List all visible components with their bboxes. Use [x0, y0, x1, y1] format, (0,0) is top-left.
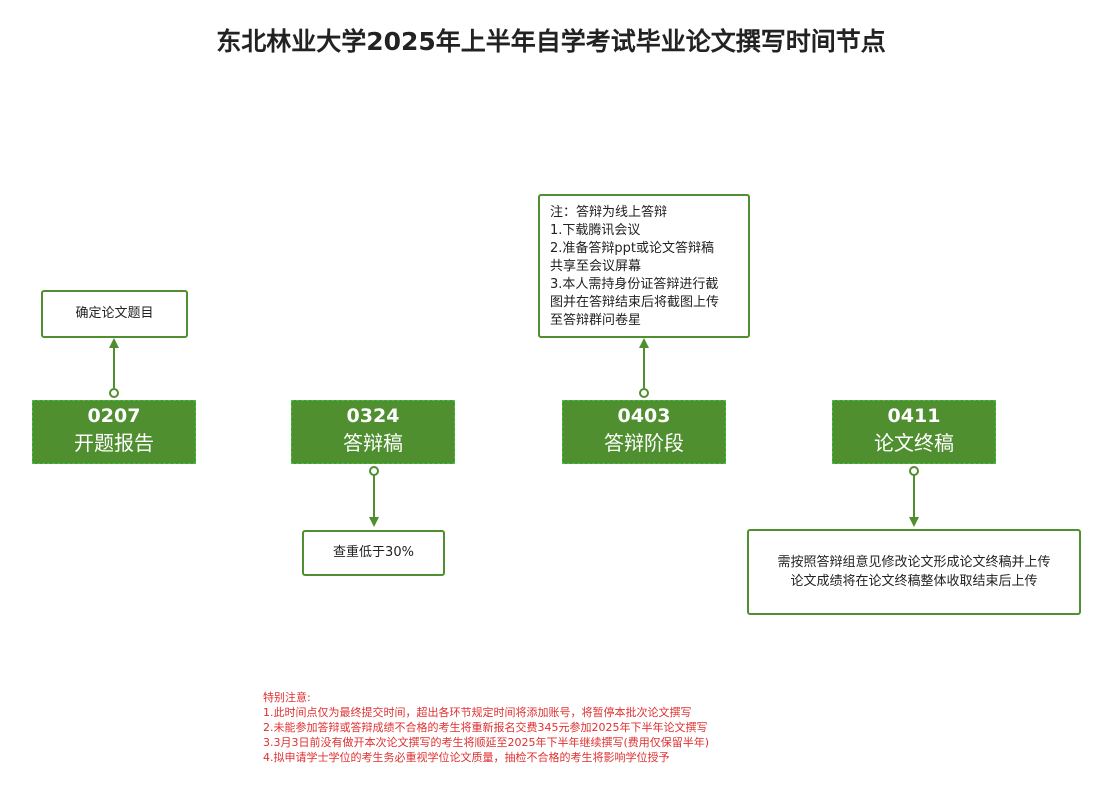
milestone-date: 0324 — [346, 405, 400, 427]
arrow-up-icon — [639, 338, 649, 348]
note-box-final: 需按照答辩组意见修改论文形成论文终稿并上传 论文成绩将在论文终稿整体收取结束后上… — [747, 529, 1081, 615]
milestone-label: 论文终稿 — [874, 431, 954, 455]
note-box-plagiarism: 查重低于30% — [302, 530, 445, 576]
note-text: 确定论文题目 — [75, 306, 154, 321]
note-box-defense: 注：答辩为线上答辩 1.下载腾讯会议 2.准备答辩ppt或论文答辩稿 共享至会议… — [538, 194, 750, 338]
note-line: 2.准备答辩ppt或论文答辩稿 — [550, 241, 715, 256]
notes-line: 2.未能参加答辩或答辩成绩不合格的考生将重新报名交费345元参加2025年下半年… — [263, 721, 708, 734]
note-line: 注：答辩为线上答辩 — [550, 205, 668, 220]
notes-heading: 特别注意: — [263, 691, 311, 704]
connector — [113, 346, 115, 388]
notes-line: 3.3月3日前没有做开本次论文撰写的考生将顺延至2025年下半年继续撰写(费用仅… — [263, 736, 710, 749]
milestone-label: 答辩稿 — [343, 431, 403, 455]
notes-line: 1.此时间点仅为最终提交时间，超出各环节规定时间将添加账号，将暂停本批次论文撰写 — [263, 706, 692, 719]
note-line: 3.本人需持身份证答辩进行截 — [550, 277, 719, 292]
milestone-0207: 0207 开题报告 — [32, 400, 196, 464]
note-line: 1.下载腾讯会议 — [550, 223, 641, 238]
connector-dot — [109, 388, 119, 398]
milestone-0324: 0324 答辩稿 — [291, 400, 455, 464]
milestone-0403: 0403 答辩阶段 — [562, 400, 726, 464]
note-line: 共享至会议屏幕 — [550, 259, 642, 274]
connector — [913, 475, 915, 517]
milestone-label: 答辩阶段 — [604, 431, 684, 455]
connector — [643, 346, 645, 388]
note-line: 需按照答辩组意见修改论文形成论文终稿并上传 — [777, 555, 1051, 570]
connector — [373, 475, 375, 517]
milestone-date: 0207 — [87, 405, 141, 427]
arrow-up-icon — [109, 338, 119, 348]
note-text: 查重低于30% — [333, 545, 414, 560]
milestone-date: 0403 — [617, 405, 671, 427]
note-line: 图并在答辩结束后将截图上传 — [550, 295, 720, 310]
page-title: 东北林业大学2025年上半年自学考试毕业论文撰写时间节点 — [216, 27, 886, 56]
notes-line: 4.拟申请学士学位的考生务必重视学位论文质量，抽检不合格的考生将影响学位授予 — [263, 751, 670, 764]
note-line: 至答辩群问卷星 — [550, 313, 642, 328]
arrow-down-icon — [909, 517, 919, 527]
arrow-down-icon — [369, 517, 379, 527]
milestone-label: 开题报告 — [74, 431, 154, 455]
connector-dot — [639, 388, 649, 398]
note-box-topic: 确定论文题目 — [41, 290, 188, 338]
milestone-date: 0411 — [887, 405, 941, 427]
special-notes: 特别注意: 1.此时间点仅为最终提交时间，超出各环节规定时间将添加账号，将暂停本… — [263, 690, 709, 765]
note-line: 论文成绩将在论文终稿整体收取结束后上传 — [790, 574, 1038, 589]
milestone-0411: 0411 论文终稿 — [832, 400, 996, 464]
